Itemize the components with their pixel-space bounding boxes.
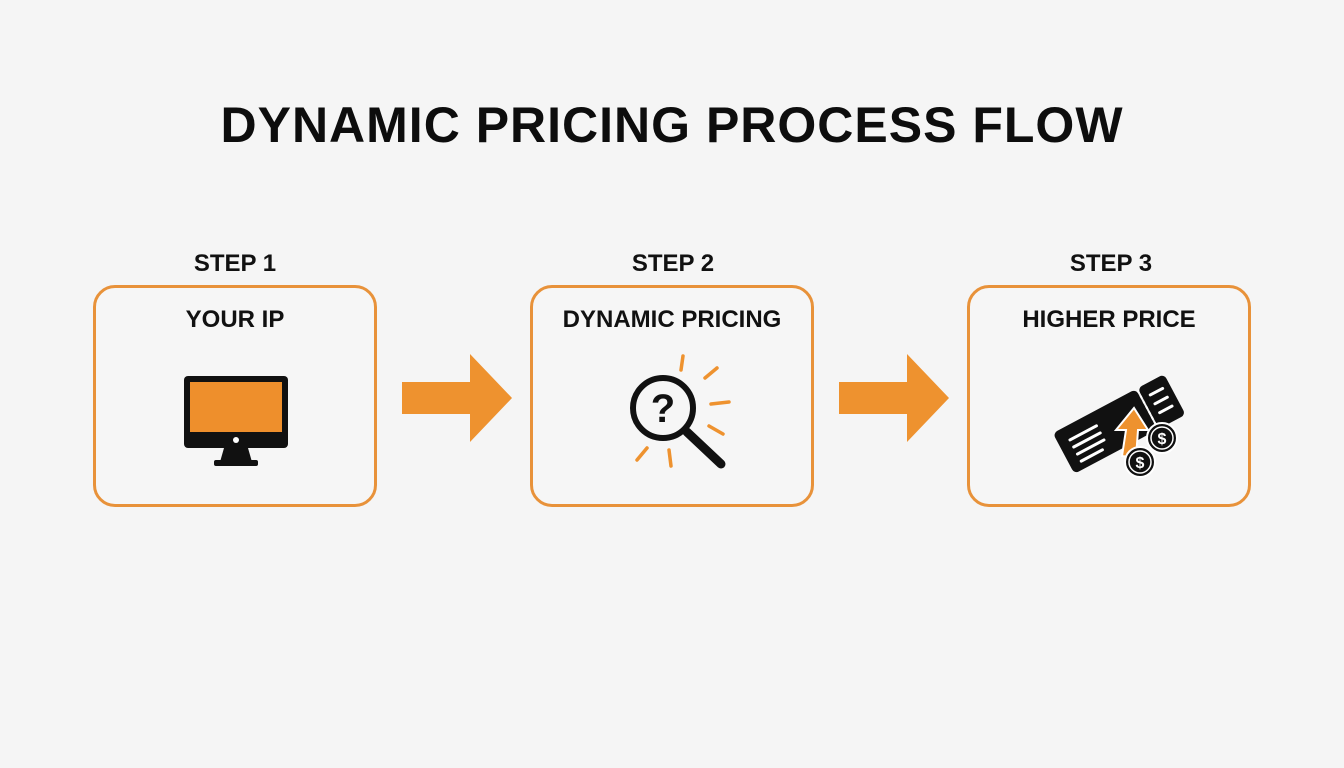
svg-text:$: $ <box>1158 431 1167 448</box>
svg-text:?: ? <box>651 387 675 431</box>
step-3-box: HIGHER PRICE $ $ <box>967 285 1251 507</box>
arrow-right-icon <box>402 354 512 442</box>
page-title: DYNAMIC PRICING PROCESS FLOW <box>220 97 1124 153</box>
step-2-label: STEP 2 <box>631 250 715 277</box>
ticket-price-up-icon: $ $ <box>1054 375 1184 478</box>
step-3-label: STEP 3 <box>1069 250 1153 277</box>
step-2-box: DYNAMIC PRICING ? <box>530 285 814 507</box>
svg-text:$: $ <box>1136 455 1145 472</box>
step-1-label: STEP 1 <box>193 250 277 277</box>
computer-monitor-icon <box>184 376 288 466</box>
step-3-title: HIGHER PRICE <box>1022 306 1196 333</box>
step-2-title: DYNAMIC PRICING <box>562 306 782 333</box>
step-1-box: YOUR IP <box>93 285 377 507</box>
magnifier-question-icon: ? <box>630 354 731 469</box>
step-1-title: YOUR IP <box>185 306 285 333</box>
arrow-right-icon <box>839 354 949 442</box>
